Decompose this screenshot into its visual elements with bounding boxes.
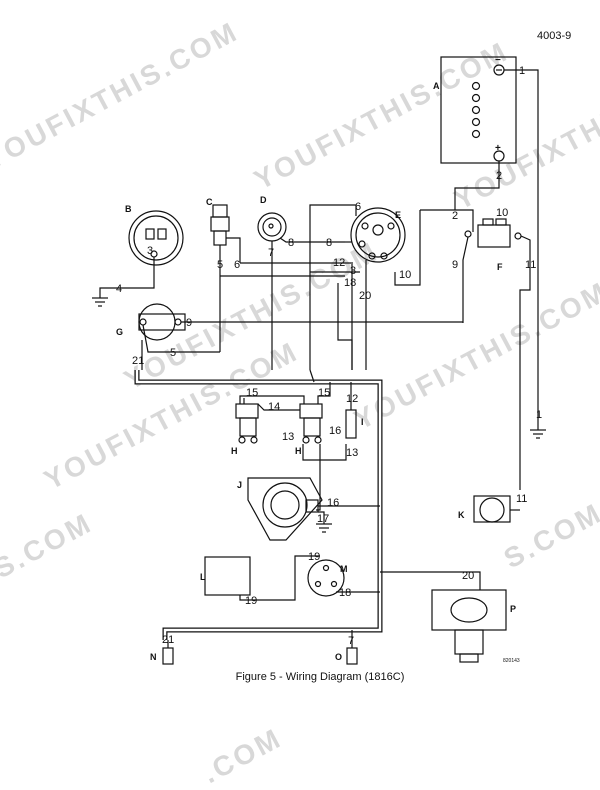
wire-number: 3 — [350, 265, 356, 277]
battery-neg-sign: − — [495, 55, 501, 66]
module-l — [204, 556, 251, 596]
label-c: C — [206, 197, 213, 207]
battery — [440, 56, 517, 164]
wire-number: 18 — [339, 587, 351, 599]
wire-number: 10 — [399, 269, 411, 281]
wire-number: 15 — [246, 387, 258, 399]
wire-number: 1 — [536, 409, 542, 421]
wire-number: 20 — [359, 290, 371, 302]
wire-number: 15 — [318, 387, 330, 399]
wire-number: 4 — [116, 283, 122, 295]
wire-number: 7 — [348, 635, 354, 647]
wire-number: 18 — [344, 277, 356, 289]
sender-k — [479, 497, 505, 523]
starter — [431, 589, 507, 631]
label-h2: H — [295, 446, 302, 456]
label-b: B — [125, 204, 132, 214]
page-number: 4003-9 — [537, 30, 572, 42]
wire-number: 9 — [452, 259, 458, 271]
wire-number: 10 — [496, 207, 508, 219]
wire-number: 6 — [234, 259, 240, 271]
wire-number: 8 — [326, 237, 332, 249]
label-e: E — [395, 210, 401, 220]
wire-number: 8 — [288, 237, 294, 249]
wire-number: 11 — [525, 259, 536, 271]
solenoid — [477, 224, 511, 248]
label-a: A — [433, 81, 440, 91]
wire-number: 2 — [452, 210, 458, 222]
connector-n — [162, 647, 174, 665]
wire-number: 13 — [282, 431, 294, 443]
label-i: I — [361, 417, 364, 427]
connector-o — [346, 647, 358, 665]
wire-number: 13 — [346, 447, 358, 459]
wire-number: 16 — [327, 497, 339, 509]
label-g: G — [116, 327, 123, 337]
label-j: J — [237, 480, 242, 490]
label-d: D — [260, 195, 267, 205]
wire-number: 1 — [519, 65, 525, 77]
label-k: K — [458, 510, 465, 520]
wire-number: 5 — [170, 347, 176, 359]
label-n: N — [150, 652, 157, 662]
wire-number: 19 — [245, 595, 257, 607]
wire-number: 12 — [333, 257, 345, 269]
wire-number: 16 — [329, 425, 341, 437]
gauge — [128, 210, 184, 266]
label-h1: H — [231, 446, 238, 456]
wire-number: 21 — [132, 355, 144, 367]
alternator — [247, 477, 323, 541]
figure-caption: Figure 5 - Wiring Diagram (1816C) — [235, 671, 405, 683]
wire-number: 21 — [162, 634, 174, 646]
ignition-switch — [350, 207, 406, 263]
label-p: P — [510, 604, 516, 614]
label-f: F — [497, 262, 503, 272]
battery-pos-sign: + — [495, 143, 501, 154]
label-m: M — [340, 564, 348, 574]
wire-number: 12 — [346, 393, 358, 405]
wire-number: 7 — [268, 247, 274, 259]
wire-number: 11 — [516, 493, 527, 505]
wire-number: 2 — [496, 170, 502, 182]
wire-number: 6 — [355, 201, 361, 213]
wire-number: 3 — [147, 245, 153, 257]
wire-number: 14 — [268, 401, 280, 413]
wire-number: 17 — [317, 513, 329, 525]
wire-number: 20 — [462, 570, 474, 582]
connector-m — [307, 559, 345, 597]
wire-number: 5 — [217, 259, 223, 271]
label-o: O — [335, 652, 342, 662]
drawing-code: 820143 — [503, 658, 520, 664]
wire-number: 19 — [308, 551, 320, 563]
label-l: L — [200, 572, 206, 582]
wire-number: 9 — [186, 317, 192, 329]
